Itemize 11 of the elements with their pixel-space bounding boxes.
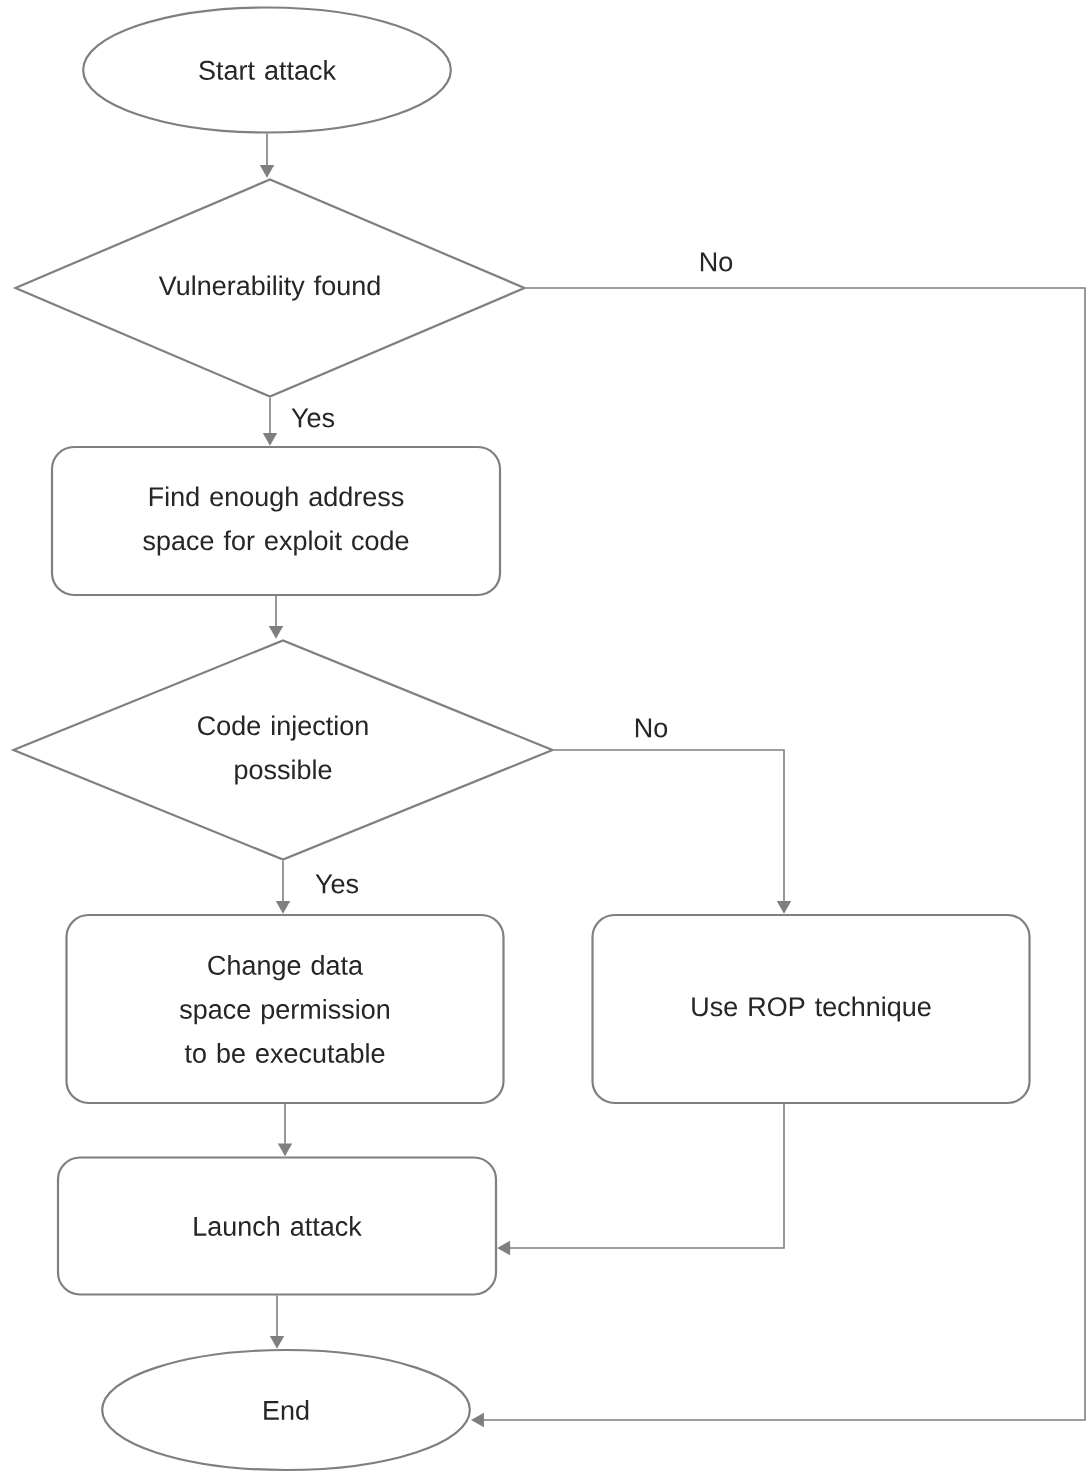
edge-label: No [696,250,736,274]
edge-label: No [631,716,671,740]
terminal-oval: Start attack [82,6,452,134]
process-box: Use ROP technique [591,913,1031,1105]
process-box: Change data space permission to be executable [65,913,505,1105]
edge-label: Yes [289,406,338,430]
terminal-oval: End [101,1348,471,1472]
edge-label: Yes [313,872,362,896]
process-box: Find enough address space for exploit code [50,445,502,597]
arrow [471,287,1086,1428]
process-box: Launch attack [56,1156,498,1296]
